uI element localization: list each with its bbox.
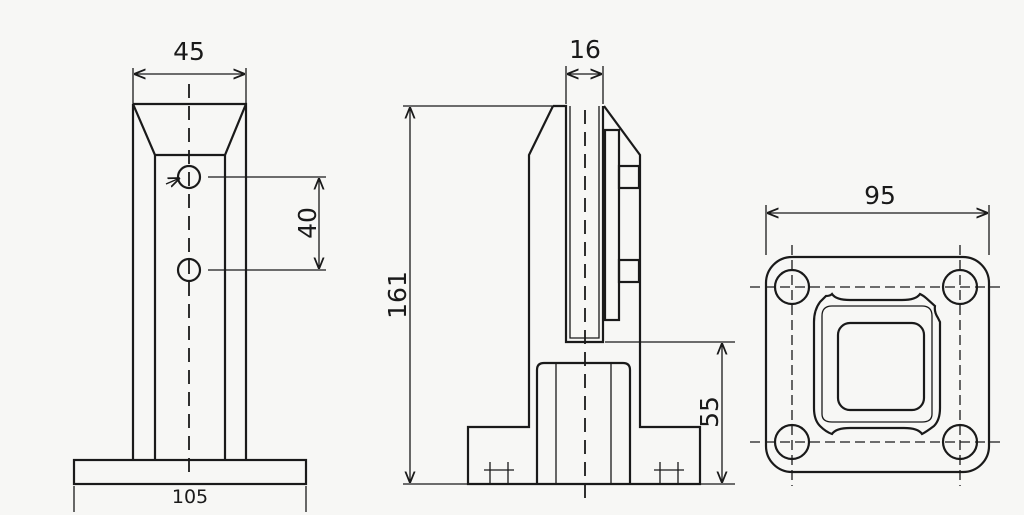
base-plate-view: 95: [750, 181, 1004, 486]
dimension-label-40: 40: [293, 207, 322, 239]
mounting-hole: [176, 164, 202, 190]
base-plate-outline: [764, 255, 991, 474]
post-socket: [836, 321, 926, 412]
front-base-plate: [72, 458, 308, 486]
bolt-head: [617, 258, 641, 284]
anchor-hole: [941, 268, 979, 306]
dimension-label-55: 55: [695, 396, 724, 428]
anchor-hole: [773, 268, 811, 306]
bolt-head: [617, 164, 641, 190]
dimension-label-16: 16: [569, 35, 601, 64]
post-flange-outline: [812, 292, 942, 436]
dimension-label-95: 95: [864, 181, 896, 210]
dimension-label-45: 45: [173, 37, 205, 66]
anchor-hole: [941, 423, 979, 461]
clamp-plate: [603, 128, 621, 322]
dimension-label-161: 161: [383, 271, 412, 319]
anchor-hole: [773, 423, 811, 461]
front-view: 45 40 105: [72, 37, 326, 512]
mounting-hole: [176, 257, 202, 283]
side-view: 16 161 55: [383, 35, 735, 500]
dimension-label-105: 105: [172, 486, 208, 508]
